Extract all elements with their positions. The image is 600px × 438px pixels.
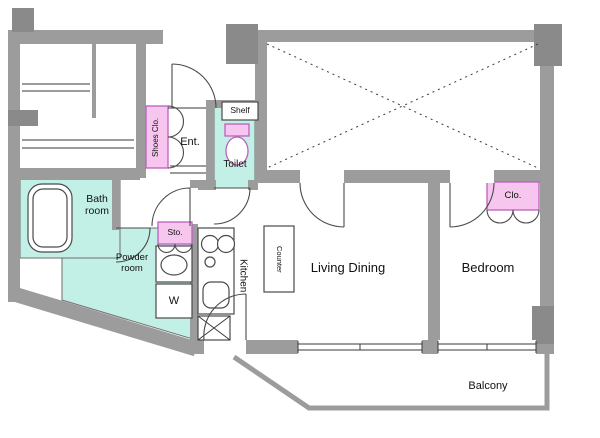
label-bedroom: Bedroom (461, 259, 515, 275)
bedroom-closet-doors (486, 209, 540, 224)
entrance-door (171, 63, 217, 109)
storage-doors (157, 243, 193, 253)
toilet-tank (224, 123, 250, 137)
kitchen-sink (202, 281, 230, 309)
fixtures (27, 101, 295, 341)
powder-room-door (151, 187, 191, 227)
bathtub-inner (32, 188, 68, 248)
windows (297, 341, 537, 353)
label-closet: Clo. (504, 189, 522, 201)
vanity-sink-basin (160, 254, 188, 276)
counter-box (263, 225, 295, 293)
washer-box (155, 283, 193, 319)
shoes-closet-doors (167, 105, 184, 169)
balcony-outline (232, 344, 550, 411)
label-powder-room: Powder room (115, 252, 149, 274)
label-toilet: Toilet (223, 158, 247, 170)
label-shelf: Shelf (230, 105, 250, 116)
label-counter: Counter (275, 245, 285, 273)
living-door (299, 182, 345, 228)
label-balcony: Balcony (468, 379, 508, 392)
stove-burner (200, 234, 220, 254)
bedroom-closet-box (486, 181, 540, 211)
label-washer: W (168, 294, 180, 307)
label-kitchen: Kitchen (237, 259, 249, 293)
toilet-door (213, 187, 251, 225)
label-entrance: Ent. (180, 135, 200, 148)
label-shoes-closet: Shoes Clo. (151, 117, 161, 157)
toilet-bowl (225, 136, 249, 166)
stove-burner (204, 256, 216, 268)
doors (115, 63, 540, 341)
bathroom-door (115, 227, 151, 263)
closets (145, 105, 540, 245)
label-storage: Sto. (167, 226, 183, 237)
stove-burner (216, 234, 236, 254)
bedroom-door (449, 182, 495, 228)
balcony-door (203, 293, 247, 341)
label-living-dining: Living Dining (310, 259, 386, 275)
void-cross (266, 43, 539, 169)
walls (8, 8, 562, 357)
label-bathroom: Bath room (85, 193, 109, 217)
shelf-box (221, 101, 259, 121)
